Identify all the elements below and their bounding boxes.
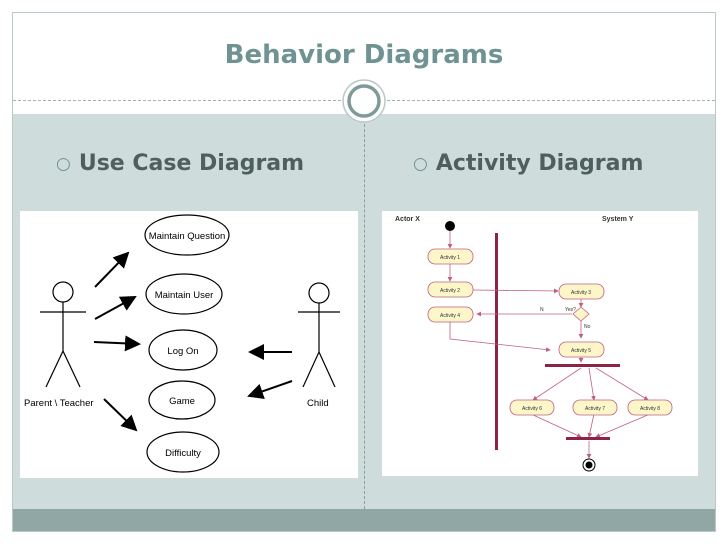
activity-node-3: Activity 3 [558,283,605,300]
title-divider-right [387,100,715,101]
bullet-circle-icon: ○ [413,153,428,174]
activity-label: Activity 3 [571,290,591,296]
actor-parent-label: Parent \ Teacher [24,398,94,409]
swimlane-system-y: System Y [602,216,634,223]
column-divider [364,114,365,509]
activity-diagram: Actor X System Y Activity 1 [382,211,698,476]
swimlane-actor-x: Actor X [395,216,420,223]
bullet-use-case: ○ Use Case Diagram [56,151,304,176]
activity-label: Activity 6 [522,406,542,412]
guard-yes-label: Yes? [565,307,576,313]
swimlane-divider [495,233,498,450]
use-case-label: Maintain Question [149,231,226,242]
footer-bar [13,509,715,531]
activity-node-6: Activity 6 [509,399,555,416]
join-bar [566,437,610,440]
use-case-label: Log On [167,346,198,357]
actor-parent-figure [40,281,86,388]
slide-frame [12,12,716,532]
use-case-label: Game [169,396,195,407]
slide-title: Behavior Diagrams [224,40,504,70]
activity-node-5: Activity 5 [558,341,605,358]
start-node [445,221,455,231]
fork-bar [545,364,620,367]
guard-no-label: No [584,324,591,330]
activity-label: Activity 8 [640,406,660,412]
use-case-diagram: Parent \ Teacher Child Maintain Question… [20,211,358,478]
bullet-activity: ○ Activity Diagram [413,151,643,176]
guard-n-label: N [540,307,544,313]
use-case-label: Difficulty [165,448,201,459]
activity-label: Activity 5 [571,348,591,354]
bullet-use-case-label: Use Case Diagram [78,151,305,176]
title-divider-left [13,100,341,101]
actor-child-figure [298,282,340,388]
activity-node-1: Activity 1 [427,248,474,265]
actor-child-label: Child [307,398,329,409]
activity-node-2: Activity 2 [427,281,474,298]
use-case-maintain-user: Maintain User [145,273,223,315]
activity-node-8: Activity 8 [627,399,673,416]
activity-flows [447,231,651,459]
end-node [582,458,596,472]
activity-label: Activity 1 [440,255,460,261]
use-case-maintain-question: Maintain Question [144,214,230,256]
activity-node-7: Activity 7 [572,399,618,416]
use-case-game: Game [148,380,216,420]
use-case-difficulty: Difficulty [146,431,220,473]
use-case-label: Maintain User [155,290,214,301]
activity-node-4: Activity 4 [427,306,474,323]
ornament-circle-icon [342,79,386,123]
bullet-activity-label: Activity Diagram [435,151,644,176]
use-case-associations [93,251,293,432]
bullet-circle-icon: ○ [56,153,71,174]
decision-node [572,306,590,322]
activity-label: Activity 7 [585,406,605,412]
activity-label: Activity 2 [440,288,460,294]
activity-label: Activity 4 [440,313,460,319]
use-case-log-on: Log On [148,329,218,371]
